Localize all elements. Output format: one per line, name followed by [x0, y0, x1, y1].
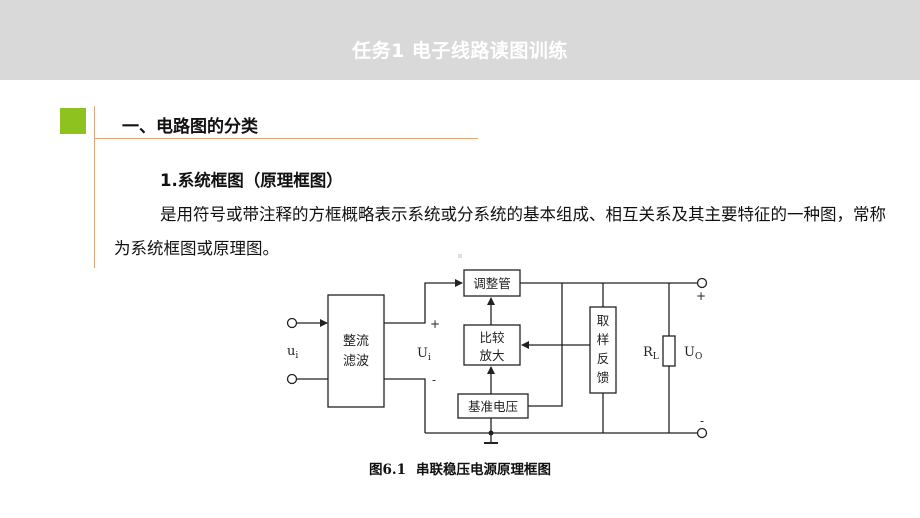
input-terminal-bottom [286, 373, 298, 385]
rectified-minus-label: - [432, 373, 436, 387]
figure-caption-text: 串联稳压电源原理框图 [416, 462, 551, 478]
output-minus-label: - [700, 414, 704, 428]
comparator-label-line1: 比较 [479, 330, 505, 345]
sampling-label-4: 馈 [597, 370, 610, 385]
rectifier-label-line1: 整流 [343, 334, 369, 349]
heading-underline [94, 138, 478, 139]
rectifier-to-regulator-wire [384, 279, 463, 324]
vertical-divider [94, 106, 95, 268]
output-plus-label: + [696, 289, 706, 303]
load-resistor-label: RL [643, 345, 659, 362]
figure-caption: 图6.1 串联稳压电源原理框图 [0, 458, 920, 478]
output-terminal-bottom [696, 427, 708, 439]
output-terminal-top [696, 277, 708, 289]
page-title: 任务1 电子线路读图训练 [352, 40, 568, 62]
input-terminal-top [286, 317, 298, 329]
load-resistor [662, 335, 676, 367]
output-voltage-label: UO [684, 345, 702, 362]
body-paragraph: 是用符号或带注释的方框概略表示系统或分系统的基本组成、相互关系及其主要特征的一种… [114, 205, 886, 258]
sampling-label-3: 反 [597, 351, 610, 366]
comparator-amplifier-block [463, 324, 521, 366]
reference-supply-wire [528, 283, 563, 407]
regulator-label: 调整管 [473, 276, 511, 291]
rectified-plus-label: + [430, 317, 440, 331]
accent-square [60, 108, 86, 134]
rectified-voltage-label: Ui [417, 346, 431, 363]
ground-junction-dot [488, 430, 494, 436]
section-heading: 一、电路图的分类 [122, 117, 258, 137]
reference-label: 基准电压 [468, 399, 518, 414]
rectifier-negative-wire [384, 378, 426, 433]
rectifier-filter-block [327, 294, 385, 408]
sampling-label-1: 取 [597, 313, 610, 328]
comparator-label-line2: 放大 [479, 348, 504, 363]
rectifier-label-line2: 滤波 [343, 354, 369, 369]
subsection-heading: 1.系统框图（原理框图） [160, 171, 343, 190]
sampling-label-2: 样 [597, 332, 610, 347]
input-voltage-label: ui [287, 344, 298, 361]
figure-number: 图6.1 [369, 462, 406, 478]
title-banner: 任务1 电子线路读图训练 [0, 0, 920, 80]
decorative-dot [458, 254, 462, 258]
